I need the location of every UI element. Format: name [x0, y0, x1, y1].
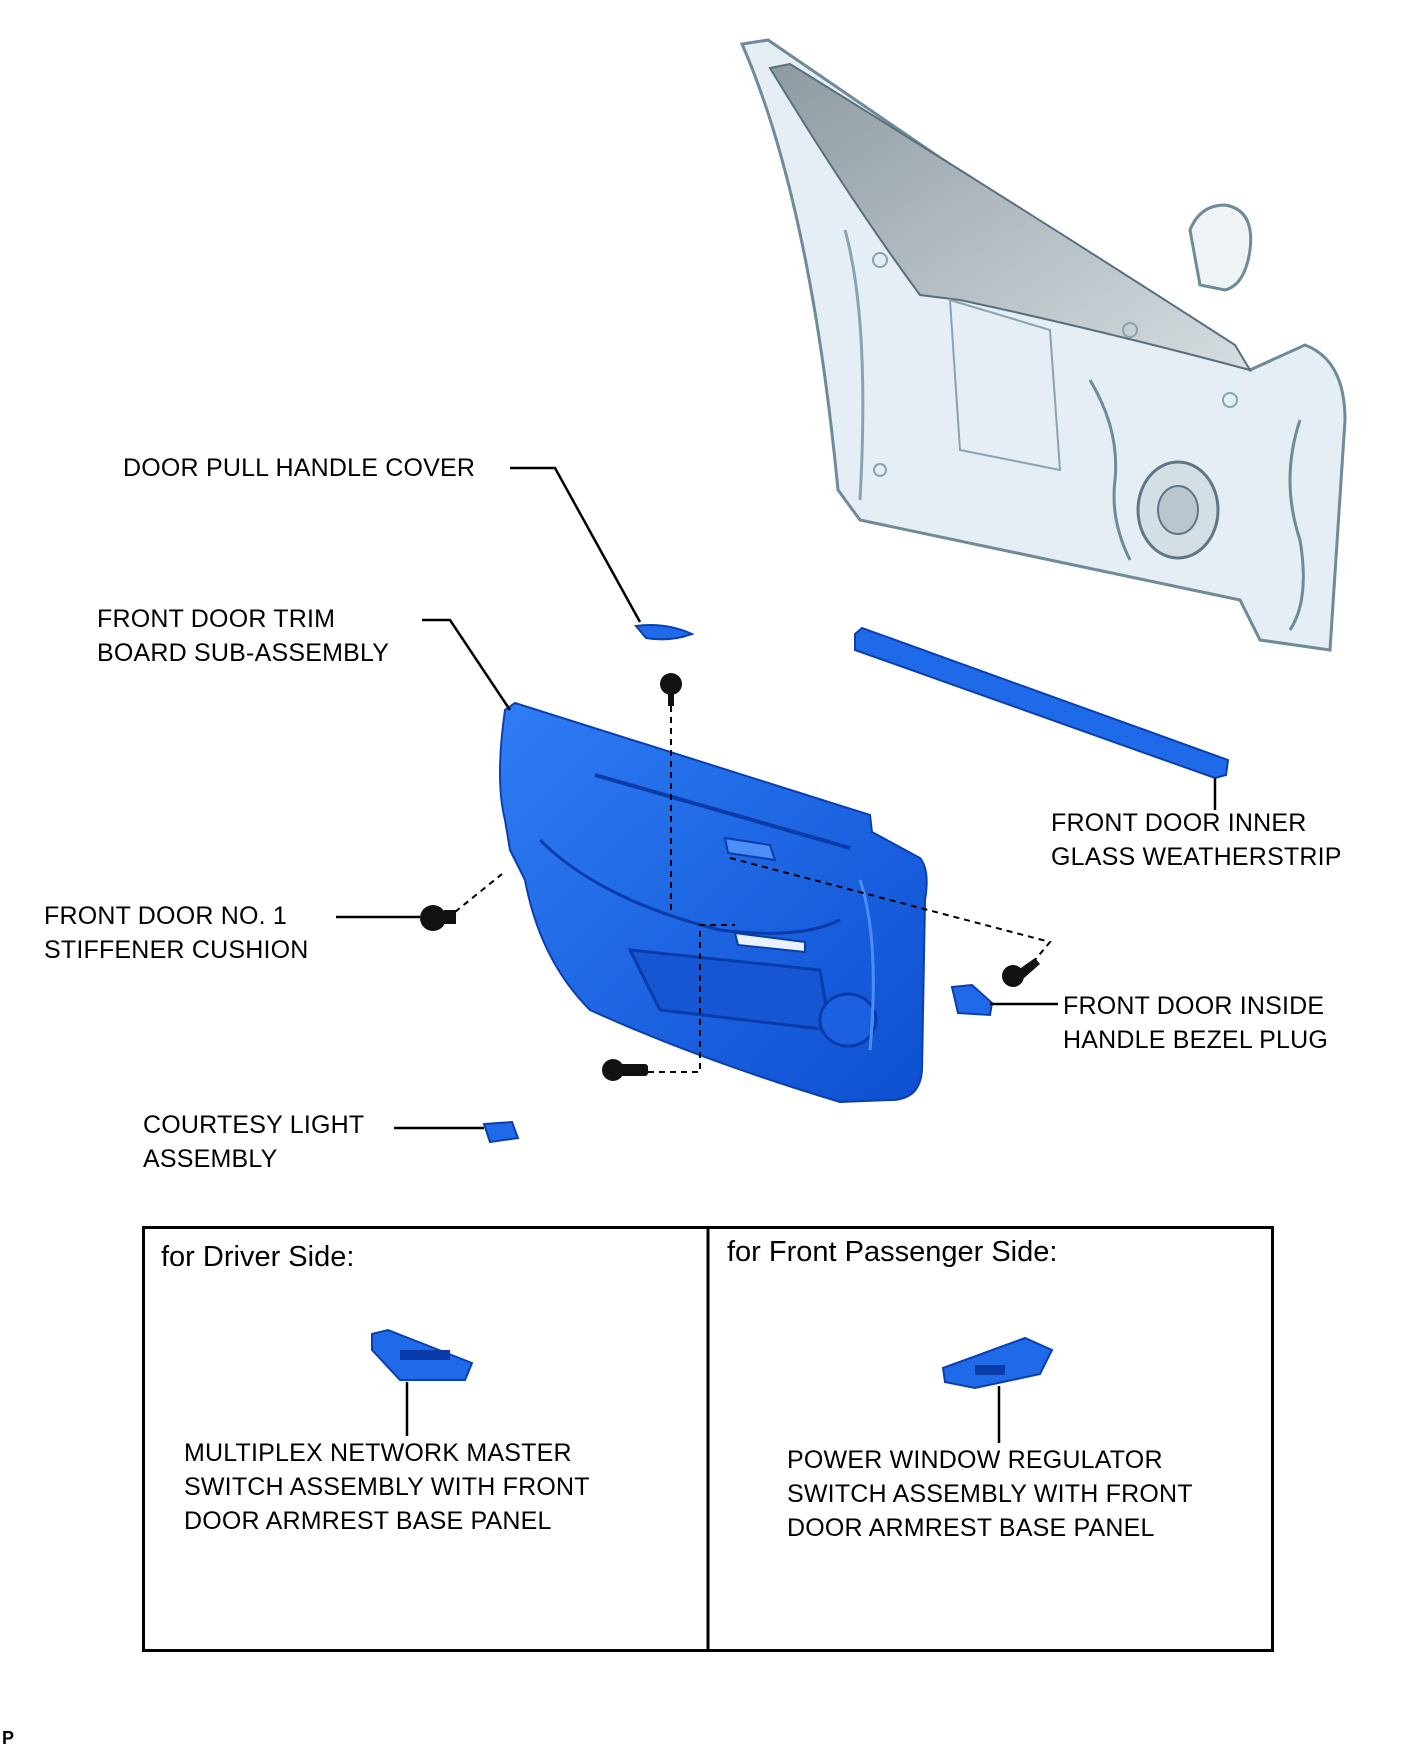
- label-line: DOOR ARMREST BASE PANEL: [787, 1514, 1155, 1542]
- label-master-switch: MULTIPLEX NETWORK MASTER SWITCH ASSEMBLY…: [184, 1436, 590, 1538]
- variant-panels-box: [142, 1226, 1274, 1652]
- passenger-side-title: for Front Passenger Side:: [727, 1236, 1058, 1268]
- label-line: DOOR PULL HANDLE COVER: [123, 454, 476, 482]
- label-inside-handle-bezel-plug: FRONT DOOR INSIDE HANDLE BEZEL PLUG: [1063, 989, 1328, 1057]
- driver-side-title: for Driver Side:: [161, 1241, 355, 1273]
- label-door-pull-handle-cover: DOOR PULL HANDLE COVER: [123, 451, 475, 485]
- inside-handle-bezel-plug-part: [950, 983, 994, 1017]
- label-line: GLASS WEATHERSTRIP: [1051, 843, 1342, 871]
- label-power-window-switch: POWER WINDOW REGULATOR SWITCH ASSEMBLY W…: [787, 1443, 1193, 1545]
- front-door-trim-board-part: [499, 701, 928, 1104]
- door-window-glass: [768, 62, 1253, 372]
- figure-code: P: [2, 1728, 15, 1748]
- label-stiffener-cushion: FRONT DOOR NO. 1 STIFFENER CUSHION: [44, 899, 309, 967]
- label-line: FRONT DOOR TRIM: [97, 605, 336, 633]
- label-line: SWITCH ASSEMBLY WITH FRONT: [184, 1473, 590, 1501]
- label-line: MULTIPLEX NETWORK MASTER: [184, 1439, 572, 1467]
- front-door-panel-shell: [739, 38, 1347, 652]
- master-switch-part: [371, 1328, 474, 1436]
- label-line: FRONT DOOR INNER: [1051, 809, 1307, 837]
- stiffener-cushion-part: [420, 905, 456, 931]
- label-line: SWITCH ASSEMBLY WITH FRONT: [787, 1480, 1193, 1508]
- label-line: STIFFENER CUSHION: [44, 936, 309, 964]
- label-line: FRONT DOOR NO. 1: [44, 902, 288, 930]
- side-mirror: [1188, 203, 1253, 292]
- screw-icon: [602, 1059, 648, 1081]
- courtesy-light-part: [482, 1120, 520, 1144]
- label-line: COURTESY LIGHT: [143, 1111, 365, 1139]
- door-pull-handle-cover-part: [634, 624, 695, 641]
- installation-dashed-lines: [454, 706, 1052, 1073]
- label-line: FRONT DOOR INSIDE: [1063, 992, 1325, 1020]
- clip-icon: [660, 673, 682, 706]
- power-window-switch-part: [941, 1336, 1054, 1443]
- inner-glass-weatherstrip-part: [854, 626, 1230, 780]
- label-line: DOOR ARMREST BASE PANEL: [184, 1507, 552, 1535]
- label-line: ASSEMBLY: [143, 1145, 278, 1173]
- label-line: POWER WINDOW REGULATOR: [787, 1446, 1163, 1474]
- label-courtesy-light: COURTESY LIGHT ASSEMBLY: [143, 1108, 364, 1176]
- label-inner-glass-weatherstrip: FRONT DOOR INNER GLASS WEATHERSTRIP: [1051, 806, 1342, 874]
- label-line: BOARD SUB-ASSEMBLY: [97, 639, 390, 667]
- leader-lines: [336, 466, 1217, 1130]
- label-line: HANDLE BEZEL PLUG: [1063, 1026, 1329, 1054]
- label-front-door-trim-board: FRONT DOOR TRIM BOARD SUB-ASSEMBLY: [97, 602, 389, 670]
- screw-icon: [1002, 958, 1040, 987]
